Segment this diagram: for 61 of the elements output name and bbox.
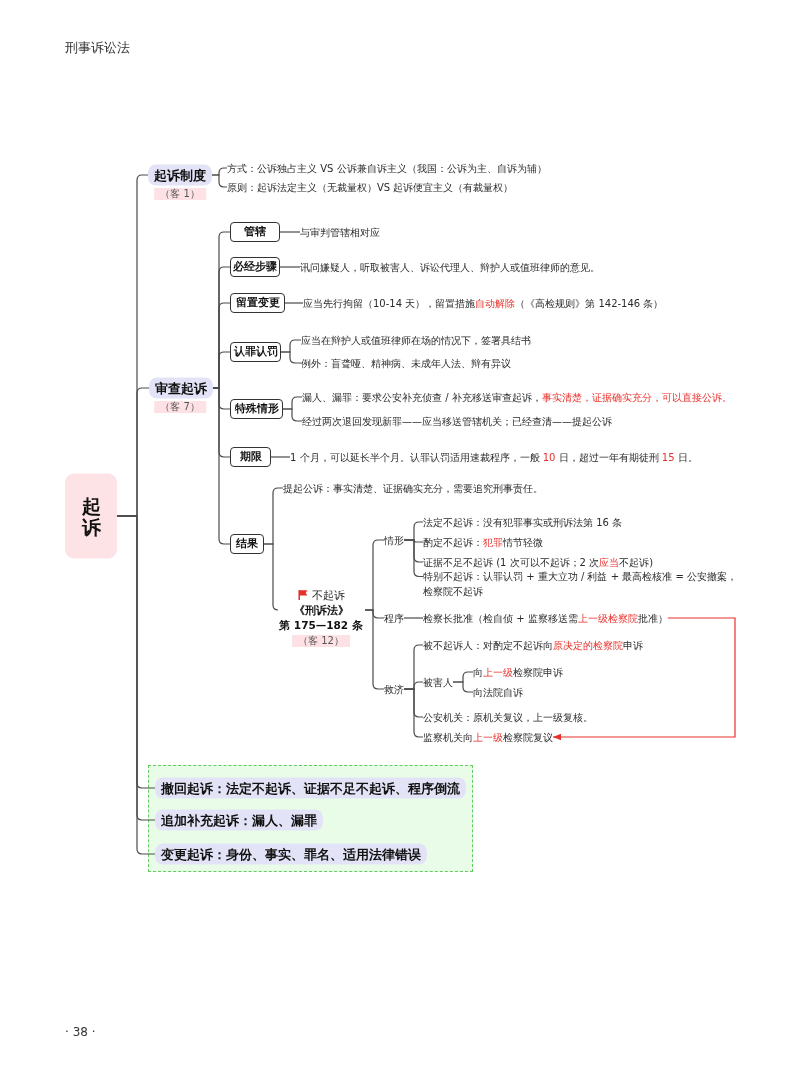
branch-text: 程序 (384, 610, 404, 626)
branch-text: 被不起诉人：对酌定不起诉向原决定的检察院申诉 (423, 637, 643, 653)
branch-text: 漏人、漏罪：要求公安补充侦查 / 补充移送审查起诉，事实清楚，证据确实充分，可以直接公诉。 (302, 389, 732, 405)
connector-line (403, 617, 424, 619)
connector-line (211, 174, 228, 188)
branch-text: 被害人 (423, 674, 453, 690)
connector-line (282, 408, 303, 422)
branch-text: 经过两次退回发现新罪——应当移送管辖机关；已经查清——提起公诉 (302, 413, 612, 429)
topic-pill: 起诉制度 (148, 164, 212, 186)
dashed-group-frame (148, 765, 473, 872)
branch-text: 证据不足不起诉 (1 次可以不起诉；2 次应当不起诉) (423, 554, 654, 570)
connector-line (403, 688, 424, 738)
branch-text: 应当在辩护人或值班律师在场的情况下，签署具结书 (301, 332, 531, 348)
exam-count-tag: （客 7） (154, 401, 206, 413)
branch-text: 应当先行拘留（10-14 天），留置措施自动解除（《高检规则》第 142-146 条） (303, 295, 664, 311)
branch-text: 特别不起诉：认罪认罚 + 重大立功 / 利益 + 最高检核准 = 公安撤案，检察院不起诉 (423, 569, 742, 599)
branch-text: 向法院自诉 (473, 684, 523, 700)
branch-text: 原则：起诉法定主义（无裁量权）VS 起诉便宜主义（有裁量权） (227, 179, 514, 195)
page-number: · 38 · (65, 1025, 96, 1039)
branch-text: 救济 (384, 681, 404, 697)
subtopic-box: 管辖 (230, 222, 280, 242)
branch-text: 1 个月，可以延长半个月。认罪认罚适用速裁程序，一般 10 日，超过一年有期徒刑 15 日。 (290, 449, 698, 465)
connector-line (452, 681, 474, 693)
connector-line (364, 609, 385, 690)
branch-text: 与审判管辖相对应 (300, 224, 380, 240)
topic-pill: 变更起诉：身份、事实、罪名、适用法律错误 (155, 843, 427, 865)
branch-text: 公安机关：原机关复议，上一级复核。 (423, 709, 593, 725)
exam-count-tag: （客 12） (292, 635, 350, 647)
topic-text: 不起诉 (311, 587, 345, 603)
cross-reference-arrow (552, 617, 736, 741)
topic-pill: 审查起诉 (149, 377, 213, 399)
topic-pill: 撤回起诉：法定不起诉、证据不足不起诉、程序倒流 (155, 777, 466, 799)
branch-text: 讯问嫌疑人，听取被害人、诉讼代理人、辩护人或值班律师的意见。 (300, 259, 600, 275)
branch-text: 监察机关向上一级检察院复议 (423, 729, 553, 745)
root-topic: 起诉 (65, 473, 117, 559)
connector-line (403, 539, 424, 578)
law-citation: 第 175—182 条 (279, 617, 363, 633)
branch-text: 法定不起诉：没有犯罪事实或刑诉法第 16 条 (423, 514, 623, 530)
connector-line (279, 231, 301, 233)
subtopic-box: 期限 (230, 447, 271, 467)
connector-line (270, 456, 291, 458)
connector-line (279, 266, 301, 268)
branch-text: 情形 (384, 532, 404, 548)
topic-pill: 追加补充起诉：漏人、漏罪 (155, 809, 323, 831)
branch-text: 方式：公诉独占主义 VS 公诉兼自诉主义（我国：公诉为主、自诉为辅） (227, 160, 547, 176)
branch-text: 检察长批准（检自侦 + 监察移送需上一级检察院批准） (423, 610, 668, 626)
subtopic-box: 认罪认罚 (230, 342, 281, 362)
law-citation: 《刑诉法》 (293, 602, 349, 618)
exam-count-tag: （客 1） (154, 188, 206, 200)
branch-text: 例外：盲聋哑、精神病、未成年人法、辩有异议 (301, 355, 511, 371)
running-header: 刑事诉讼法 (65, 39, 130, 57)
connector-line (263, 543, 279, 611)
subtopic-box: 必经步骤 (230, 257, 280, 277)
subtopic-box: 留置变更 (230, 293, 285, 313)
subtopic-box: 特殊情形 (230, 399, 283, 419)
branch-text: 向上一级检察院申诉 (473, 664, 563, 680)
connector-line (284, 302, 304, 304)
subtopic-box: 结果 (230, 534, 264, 554)
branch-text: 提起公诉：事实清楚、证据确实充分，需要追究刑事责任。 (283, 480, 543, 496)
connector-line (280, 351, 302, 364)
branch-text: 酌定不起诉：犯罪情节轻微 (423, 534, 543, 550)
